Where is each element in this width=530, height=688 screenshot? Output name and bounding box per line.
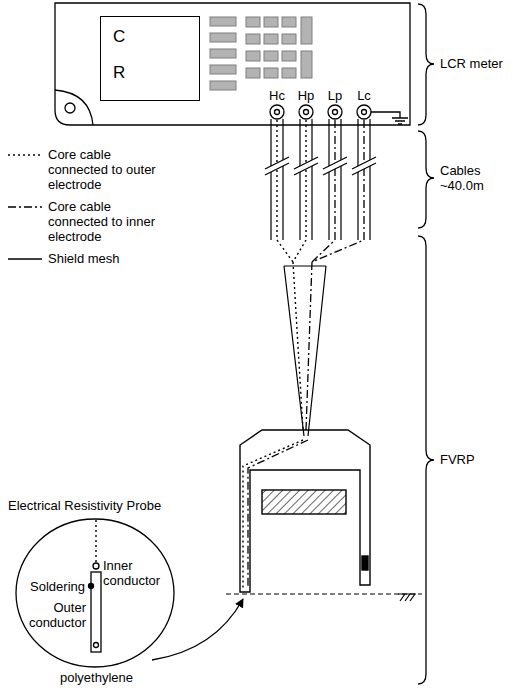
terminal-connectors bbox=[299, 105, 313, 119]
section-bracket bbox=[418, 4, 434, 684]
detail-inset: Inner conductorSolderingOuter conductor bbox=[15, 518, 175, 668]
terminal-connectors bbox=[270, 105, 284, 119]
ground-surface bbox=[226, 593, 422, 594]
node-text: R bbox=[113, 63, 125, 82]
terminal-connectors bbox=[357, 105, 371, 119]
lcr-meter-housing bbox=[65, 103, 75, 113]
fvrp-probe bbox=[240, 430, 370, 592]
cable-break-mark bbox=[294, 157, 318, 175]
cable-break-mark bbox=[323, 157, 347, 175]
meter-buttons bbox=[210, 17, 312, 90]
fvrp-probe bbox=[262, 490, 346, 514]
legend-text: Core cable connected to inner electrode bbox=[48, 199, 163, 244]
inner-core-wire bbox=[248, 120, 364, 586]
terminal-label: Lc bbox=[350, 88, 378, 103]
fvrp-probe bbox=[240, 430, 370, 592]
cable-sheath bbox=[284, 266, 326, 436]
meter-buttons bbox=[301, 51, 312, 78]
node-text: Outer conductor bbox=[28, 600, 86, 630]
node-text: C bbox=[113, 27, 125, 46]
section-bracket bbox=[418, 4, 434, 125]
outer-core-wire bbox=[293, 262, 303, 430]
ground-surface bbox=[398, 594, 416, 601]
terminal-connectors bbox=[333, 110, 338, 115]
section-bracket bbox=[418, 131, 434, 228]
meter-buttons bbox=[210, 49, 236, 58]
terminal-connectors bbox=[328, 105, 342, 119]
meter-buttons bbox=[264, 17, 278, 27]
meter-buttons bbox=[246, 17, 260, 27]
cable-break-mark bbox=[265, 157, 289, 175]
node-text: Soldering bbox=[23, 579, 85, 594]
meter-buttons bbox=[246, 51, 260, 61]
section-bracket bbox=[418, 236, 434, 684]
terminal-label: Hp bbox=[292, 88, 320, 103]
meter-buttons bbox=[246, 34, 260, 44]
leader-arrow bbox=[152, 599, 243, 660]
terminal-connectors bbox=[362, 110, 367, 115]
outer-core-wire bbox=[277, 120, 306, 262]
meter-buttons bbox=[282, 51, 296, 61]
legend-line-sample bbox=[8, 258, 42, 259]
part-label: FVRP bbox=[440, 452, 475, 467]
cable-break-mark bbox=[265, 157, 376, 175]
leader-arrow bbox=[152, 599, 243, 660]
meter-buttons bbox=[282, 34, 296, 44]
fvrp-probe bbox=[362, 556, 368, 570]
meter-buttons bbox=[264, 51, 278, 61]
ground-symbol bbox=[392, 118, 408, 124]
outer-core-wire bbox=[243, 440, 303, 590]
terminal-connectors bbox=[275, 110, 280, 115]
lcr-meter-housing bbox=[55, 3, 410, 125]
probe-detail bbox=[94, 643, 99, 648]
meter-buttons bbox=[210, 17, 236, 26]
part-label: polyethylene bbox=[60, 670, 133, 685]
meter-buttons bbox=[210, 33, 236, 42]
cable-shield bbox=[271, 119, 370, 240]
ground-symbol bbox=[371, 112, 400, 118]
lcr-meter-housing bbox=[55, 3, 410, 125]
meter-buttons bbox=[282, 17, 296, 27]
cable-break-mark bbox=[265, 157, 376, 175]
terminal-label: Lp bbox=[321, 88, 349, 103]
meter-buttons bbox=[282, 68, 296, 78]
terminal-label: Hc bbox=[263, 88, 291, 103]
cable-sheath bbox=[284, 266, 326, 436]
node-text: Inner conductor bbox=[103, 558, 165, 588]
legend-text: Core cable connected to outer electrode bbox=[48, 147, 163, 192]
ground-surface bbox=[226, 594, 422, 601]
inset-outline bbox=[16, 519, 174, 667]
terminal-connectors bbox=[304, 110, 309, 115]
meter-buttons bbox=[301, 17, 312, 44]
outer-core-wire bbox=[243, 120, 306, 590]
legend-sample bbox=[8, 155, 42, 259]
meter-buttons bbox=[210, 81, 236, 90]
part-label: Electrical Resistivity Probe bbox=[8, 498, 161, 513]
meter-buttons bbox=[210, 65, 236, 74]
inner-core-wire bbox=[312, 120, 364, 262]
display-screen: CR bbox=[100, 16, 200, 101]
probe-detail bbox=[89, 520, 102, 652]
ground-symbol bbox=[371, 112, 408, 124]
meter-buttons bbox=[246, 68, 260, 78]
probe-detail bbox=[89, 584, 94, 589]
part-label: LCR meter bbox=[440, 56, 503, 71]
cable-break-mark bbox=[352, 157, 376, 175]
probe-detail bbox=[95, 520, 96, 563]
legend-text: Shield mesh bbox=[48, 251, 163, 266]
meter-buttons bbox=[264, 68, 278, 78]
meter-buttons bbox=[264, 34, 278, 44]
part-label: Cables ~40.0m bbox=[440, 163, 502, 193]
terminal-connectors bbox=[270, 105, 371, 119]
lcr-meter-housing bbox=[55, 90, 93, 125]
probe-detail bbox=[93, 563, 99, 569]
legend-line-sample bbox=[8, 206, 42, 207]
legend-line-sample bbox=[8, 154, 42, 156]
